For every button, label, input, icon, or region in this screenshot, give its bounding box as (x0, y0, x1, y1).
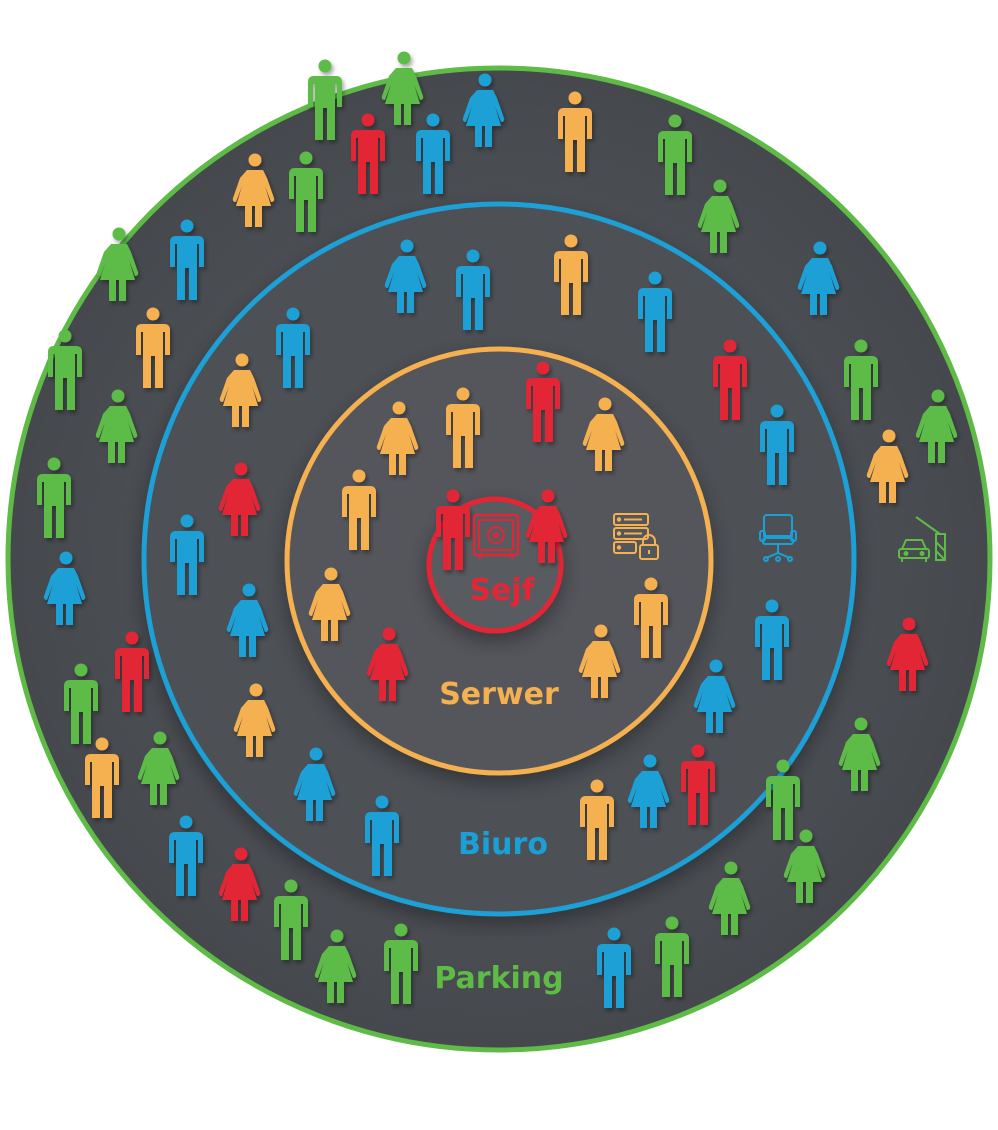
person-female-icon (797, 241, 840, 315)
person-female-icon (96, 227, 139, 301)
person-male-icon (85, 737, 119, 818)
person-female-icon (693, 659, 736, 733)
safe-icon (472, 513, 520, 559)
person-male-icon (351, 113, 385, 194)
person-male-icon (456, 249, 490, 330)
person-male-icon (844, 339, 878, 420)
person-male-icon (760, 404, 794, 485)
person-female-icon (783, 829, 826, 903)
person-male-icon (634, 577, 668, 658)
people-layer (37, 51, 958, 1008)
person-male-icon (755, 599, 789, 680)
person-female-icon (708, 861, 751, 935)
person-male-icon (597, 927, 631, 1008)
person-female-icon (95, 389, 138, 463)
person-female-icon (218, 847, 261, 921)
person-male-icon (274, 879, 308, 960)
person-male-icon (526, 361, 560, 442)
person-female-icon (838, 717, 881, 791)
serwer-label: Serwer (439, 677, 559, 712)
person-male-icon (289, 151, 323, 232)
person-female-icon (233, 683, 276, 757)
person-female-icon (578, 624, 621, 698)
person-male-icon (64, 663, 98, 744)
person-male-icon (554, 234, 588, 315)
person-female-icon (226, 583, 269, 657)
person-male-icon (681, 744, 715, 825)
person-female-icon (866, 429, 909, 503)
person-male-icon (416, 113, 450, 194)
person-female-icon (137, 731, 180, 805)
person-female-icon (384, 239, 427, 313)
person-male-icon (170, 219, 204, 300)
parking-label: Parking (434, 961, 563, 996)
person-male-icon (365, 795, 399, 876)
server-lock-icon (613, 513, 659, 560)
person-female-icon (582, 397, 625, 471)
person-male-icon (37, 457, 71, 538)
zone-rings (5, 65, 993, 1053)
person-female-icon (381, 51, 424, 125)
person-female-icon (376, 401, 419, 475)
person-male-icon (169, 815, 203, 896)
person-male-icon (115, 631, 149, 712)
person-male-icon (766, 759, 800, 840)
person-male-icon (446, 387, 480, 468)
person-male-icon (136, 307, 170, 388)
person-female-icon (366, 627, 409, 701)
person-male-icon (342, 469, 376, 550)
person-male-icon (308, 59, 342, 140)
person-male-icon (384, 923, 418, 1004)
person-female-icon (525, 489, 568, 563)
person-female-icon (462, 73, 505, 147)
person-male-icon (48, 329, 82, 410)
person-female-icon (43, 551, 86, 625)
person-female-icon (232, 153, 275, 227)
sejf-label: Sejf (469, 573, 535, 608)
person-male-icon (658, 114, 692, 195)
person-female-icon (219, 353, 262, 427)
person-male-icon (558, 91, 592, 172)
person-male-icon (276, 307, 310, 388)
person-male-icon (170, 514, 204, 595)
person-male-icon (436, 489, 470, 570)
person-female-icon (308, 567, 351, 641)
biuro-label: Biuro (458, 827, 548, 862)
person-female-icon (293, 747, 336, 821)
person-male-icon (713, 339, 747, 420)
person-female-icon (697, 179, 740, 253)
person-female-icon (314, 929, 357, 1003)
person-female-icon (218, 462, 261, 536)
person-female-icon (886, 617, 929, 691)
person-male-icon (638, 271, 672, 352)
person-male-icon (655, 916, 689, 997)
person-female-icon (627, 754, 670, 828)
car-barrier-icon (898, 516, 946, 562)
person-male-icon (580, 779, 614, 860)
office-chair-icon (759, 514, 797, 562)
person-female-icon (915, 389, 958, 463)
